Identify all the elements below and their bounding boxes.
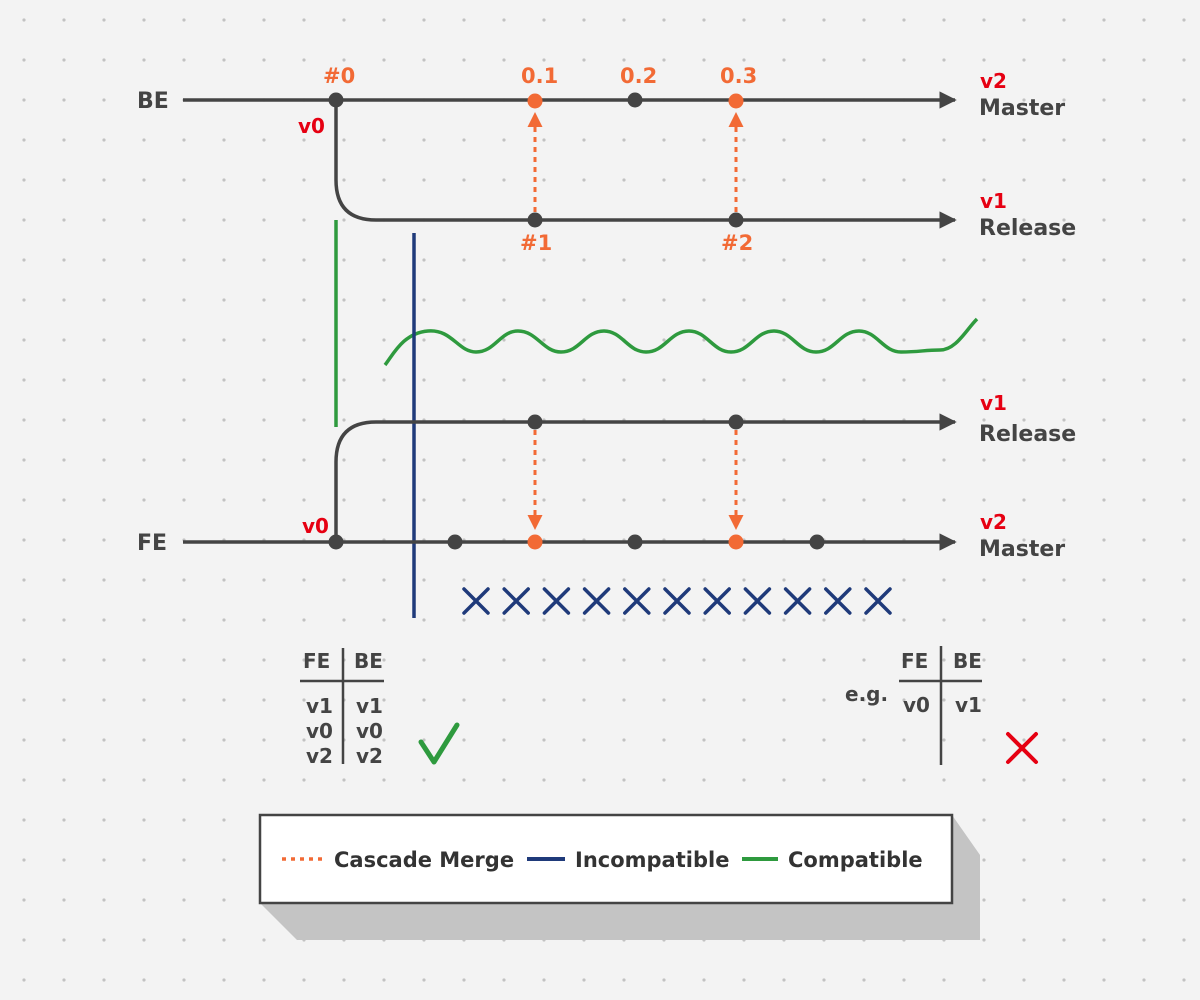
be-release-version: v1 [980, 189, 1007, 213]
legend-label-compatible: Compatible [788, 848, 923, 872]
be-fork-version: v0 [298, 114, 325, 138]
fe-release-name: Release [979, 422, 1076, 447]
incompatible-cross-icon [462, 587, 490, 615]
example-table-cell: v1 [955, 693, 982, 717]
example-table-header: FE [901, 649, 928, 673]
incompatible-cross-icon [703, 587, 731, 615]
fe-release-branch [334, 413, 957, 542]
fe-commit-node [627, 534, 643, 550]
incompatible-cross-icon [502, 587, 530, 615]
incompatible-cross-icon [743, 587, 772, 615]
fe-merge-node [728, 534, 744, 550]
be-release-commit-label: #2 [721, 231, 753, 255]
fe-release-version: v1 [980, 391, 1007, 415]
be-release-name: Release [979, 216, 1076, 241]
legend-label-incompatible: Incompatible [575, 848, 729, 872]
legend: Cascade Merge Incompatible Compatible [258, 813, 980, 940]
be-label: BE [137, 89, 169, 114]
incompatible-cross-icon [824, 587, 852, 615]
fe-commit-node [809, 534, 825, 550]
compat-table-cell: v2 [356, 744, 383, 768]
fe-master-version: v2 [980, 510, 1007, 534]
be-master-name: Master [979, 96, 1065, 121]
be-master-version: v2 [980, 69, 1007, 93]
incompatible-cross-icon [663, 587, 691, 615]
compat-table-cell: v1 [356, 694, 383, 718]
fe-release-commit-node [527, 414, 543, 430]
fe-commit-node [328, 534, 344, 550]
fe-label: FE [137, 531, 167, 556]
legend-box [258, 813, 954, 905]
example-table-cell: v0 [903, 693, 930, 717]
incompatible-cross-icon [864, 587, 892, 615]
compat-table-header: FE [303, 649, 330, 673]
incompatible-cross-icon [783, 587, 812, 615]
check-icon [418, 722, 460, 765]
example-table: e.g. FE BE v0 v1 [845, 646, 1038, 765]
incompatible-cross-icon [582, 587, 611, 615]
fe-branches: FE v0 v1 Release v2 Master [137, 391, 1076, 562]
be-commit-label: 0.2 [620, 64, 657, 88]
fe-fork-version: v0 [302, 514, 329, 538]
fe-merge-node [527, 534, 543, 550]
cross-icon [1006, 732, 1038, 764]
incompatible-cross-icon [623, 587, 651, 615]
be-commit-label: 0.3 [720, 64, 757, 88]
compat-table-cell: v1 [306, 694, 333, 718]
be-commit-label: 0.1 [521, 64, 558, 88]
compat-table-header: BE [354, 649, 383, 673]
legend-label-cascade-merge: Cascade Merge [334, 848, 514, 872]
be-release-commit-node [527, 212, 543, 228]
be-commit-node [328, 92, 344, 108]
be-commit-node [627, 92, 643, 108]
compatible-wave-line [383, 317, 979, 367]
compat-table-cell: v0 [306, 719, 333, 743]
compat-table: FE BE v1 v0 v2 v1 v0 v2 [300, 648, 460, 768]
fe-release-commit-node [728, 414, 744, 430]
be-branches: BE #0 0.1 0.2 0.3 v0 #1 #2 v2 Master v1 … [137, 64, 1076, 255]
example-prefix: e.g. [845, 682, 888, 706]
be-release-commit-node [728, 212, 744, 228]
be-merge-node [728, 93, 744, 109]
compat-table-cell: v0 [356, 719, 383, 743]
be-commit-label: #0 [323, 64, 355, 88]
be-merge-node [527, 93, 543, 109]
incompatible-cross-icon [542, 587, 571, 615]
incompatible-cross-row [462, 587, 892, 615]
be-release-commit-label: #1 [520, 231, 552, 255]
example-table-header: BE [953, 649, 982, 673]
fe-master-name: Master [979, 537, 1065, 562]
be-release-branch [334, 100, 957, 229]
compat-table-cell: v2 [306, 744, 333, 768]
fe-commit-node [447, 534, 463, 550]
